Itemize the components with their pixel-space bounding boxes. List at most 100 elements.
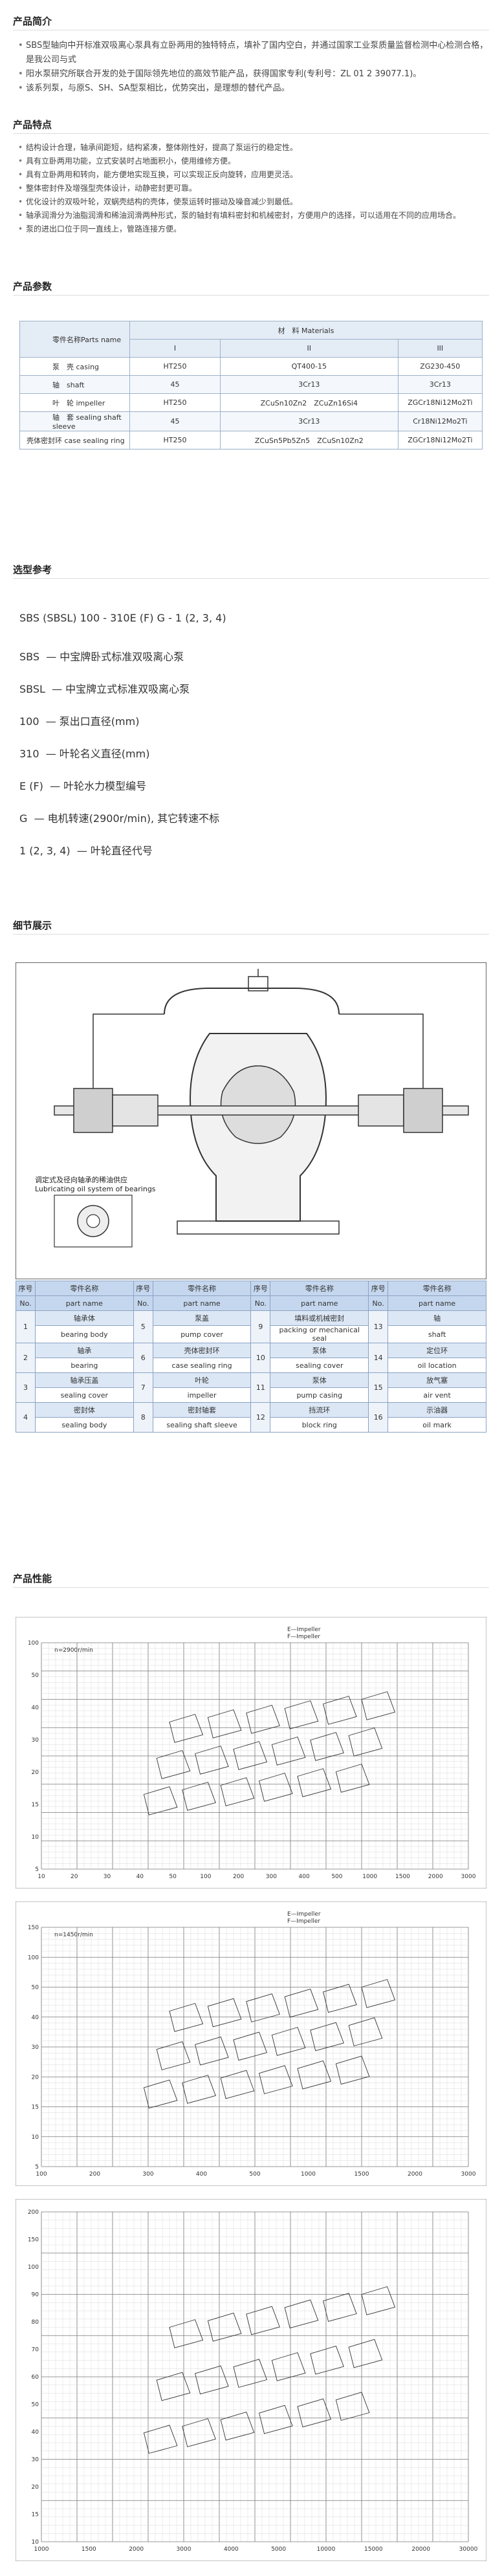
model-line: 100 — 泵出口直径(mm) — [19, 715, 140, 728]
performance-envelope — [310, 2022, 344, 2051]
x-tick-label: 10 — [38, 1874, 45, 1880]
y-tick-label: 20 — [32, 2484, 39, 2491]
parts-row: 3 轴承压盖 7 叶轮 11 泵体 15 放气塞 — [16, 1372, 486, 1403]
materials-row: 叶 轮 impeller HT250 ZCuSn10Zn2 ZCuZn16Si4… — [19, 393, 483, 412]
x-tick-label: 10000 — [317, 2546, 336, 2553]
performance-envelope — [233, 1741, 268, 1770]
performance-envelope — [284, 2299, 319, 2329]
section-title-performance: 产品性能 — [13, 1573, 52, 1585]
materials-header-materials: 材 料 Materials — [129, 321, 483, 340]
chart-frame — [16, 1617, 486, 1889]
y-tick-label: 40 — [32, 1705, 39, 1711]
performance-envelope — [156, 2372, 191, 2401]
y-tick-label: 10 — [32, 2134, 39, 2141]
x-tick-label: 1500 — [395, 1874, 410, 1880]
x-tick-label: 1500 — [82, 2546, 96, 2553]
performance-envelope — [246, 2306, 280, 2335]
feature-list: 结构设计合理，轴承间距短，结构紧凑，整体刚性好，提高了泵运行的稳定性。 具有立卧… — [18, 141, 490, 236]
divider — [13, 934, 489, 935]
x-tick-label: 30 — [104, 1874, 111, 1880]
y-tick-label: 15 — [32, 1802, 39, 1808]
performance-envelope — [169, 2003, 204, 2032]
performance-envelope — [156, 2041, 191, 2070]
divider — [13, 295, 489, 296]
divider — [13, 1587, 489, 1588]
performance-envelope — [195, 1746, 229, 1775]
section-title-details: 细节展示 — [13, 920, 52, 931]
y-tick-label: 50 — [32, 1985, 39, 1991]
performance-envelope — [207, 2312, 242, 2342]
performance-envelope — [335, 2392, 370, 2421]
performance-envelope — [233, 2031, 268, 2061]
performance-envelope — [246, 1993, 280, 2022]
y-tick-label: 10 — [32, 1834, 39, 1841]
performance-envelope — [195, 2365, 229, 2395]
y-tick-label: 70 — [32, 2347, 39, 2354]
performance-envelope — [310, 2345, 344, 2375]
performance-envelope — [323, 2293, 357, 2322]
y-tick-label: 100 — [28, 1954, 39, 1961]
performance-envelope — [220, 1777, 255, 1806]
x-tick-label: 400 — [196, 2171, 207, 2178]
x-tick-label: 500 — [249, 2171, 260, 2178]
parts-row: 4 密封体 8 密封轴套 12 挡流环 16 示油器 — [16, 1402, 486, 1433]
performance-envelope — [259, 2065, 293, 2094]
parts-table: 序号 零件名称 序号 零件名称 序号 零件名称 序号 零件名称 No. part… — [16, 1281, 486, 1433]
feature-item: 优化设计的双吸叶轮，双蜗壳结构的壳体，使泵运转时振动及噪音减少到最低。 — [18, 195, 490, 209]
x-tick-label: 400 — [299, 1874, 310, 1880]
performance-envelope — [182, 2418, 216, 2447]
section-title-model: 选型参考 — [13, 564, 52, 576]
performance-envelope — [361, 2286, 396, 2315]
parts-row: bearing case sealing ring sealing cover … — [16, 1358, 486, 1373]
performance-envelope — [220, 2070, 255, 2099]
performance-envelope — [284, 1988, 319, 2018]
section-title-features: 产品特点 — [13, 119, 52, 131]
y-tick-label: 20 — [32, 2074, 39, 2081]
performance-envelope — [271, 1737, 306, 1766]
performance-envelope — [156, 1750, 191, 1779]
performance-envelope — [143, 2079, 178, 2109]
y-tick-label: 200 — [28, 2209, 39, 2216]
x-tick-label: 3000 — [461, 1874, 476, 1880]
parts-row: sealing body sealing shaft sleeve block … — [16, 1417, 486, 1433]
intro-item: 阳水泵研究所联合开发的处于国际领先地位的高效节能产品，获得国家专利(专利号：ZL… — [18, 67, 490, 81]
legend-entry: E—Impeller — [287, 1911, 321, 1918]
x-tick-label: 300 — [142, 2171, 153, 2178]
y-tick-label: 40 — [32, 2429, 39, 2436]
x-tick-label: 5000 — [271, 2546, 286, 2553]
performance-envelope — [271, 2027, 306, 2056]
x-tick-label: 2000 — [129, 2546, 144, 2553]
x-tick-label: 30000 — [459, 2546, 478, 2553]
performance-envelope — [348, 2339, 383, 2368]
y-tick-label: 5 — [35, 1867, 39, 1873]
x-tick-label: 300 — [266, 1874, 277, 1880]
performance-envelope — [297, 1768, 332, 1797]
performance-envelope — [284, 1700, 319, 1729]
y-tick-label: 30 — [32, 2457, 39, 2463]
parts-row: 2 轴承 6 壳体密封环 10 泵体 14 定位环 — [16, 1343, 486, 1373]
model-line: 1 (2, 3, 4) — 叶轮直径代号 — [19, 845, 153, 857]
feature-item: 轴承润滑分为油脂润滑和稀油润滑两种形式，泵的轴封有填料密封和机械密封，方便用户的… — [18, 209, 490, 222]
x-tick-label: 20000 — [411, 2546, 430, 2553]
x-tick-label: 1000 — [301, 2171, 316, 2178]
y-tick-label: 40 — [32, 2015, 39, 2021]
performance-envelope — [310, 1732, 344, 1761]
feature-item: 整体密封件及增强型壳体设计，动静密封更可靠。 — [18, 182, 490, 195]
x-tick-label: 200 — [89, 2171, 100, 2178]
performance-envelope — [233, 2359, 268, 2388]
performance-envelope — [323, 1984, 357, 2013]
materials-header-parts: 零件名称Parts name — [19, 321, 130, 358]
performance-envelope — [259, 1773, 293, 1802]
legend-entry: E—Impeller — [287, 1627, 321, 1633]
performance-envelope — [143, 1786, 178, 1815]
x-tick-label: 3000 — [461, 2171, 476, 2178]
model-code: SBS (SBSL) 100 - 310E (F) G - 1 (2, 3, 4… — [19, 612, 226, 624]
performance-envelope — [207, 1998, 242, 2028]
performance-envelope — [361, 1979, 396, 2008]
performance-envelope — [182, 2075, 216, 2104]
model-line: E (F) — 叶轮水力模型编号 — [19, 780, 147, 792]
x-tick-label: 100 — [36, 2171, 47, 2178]
performance-envelope — [361, 1691, 396, 1720]
